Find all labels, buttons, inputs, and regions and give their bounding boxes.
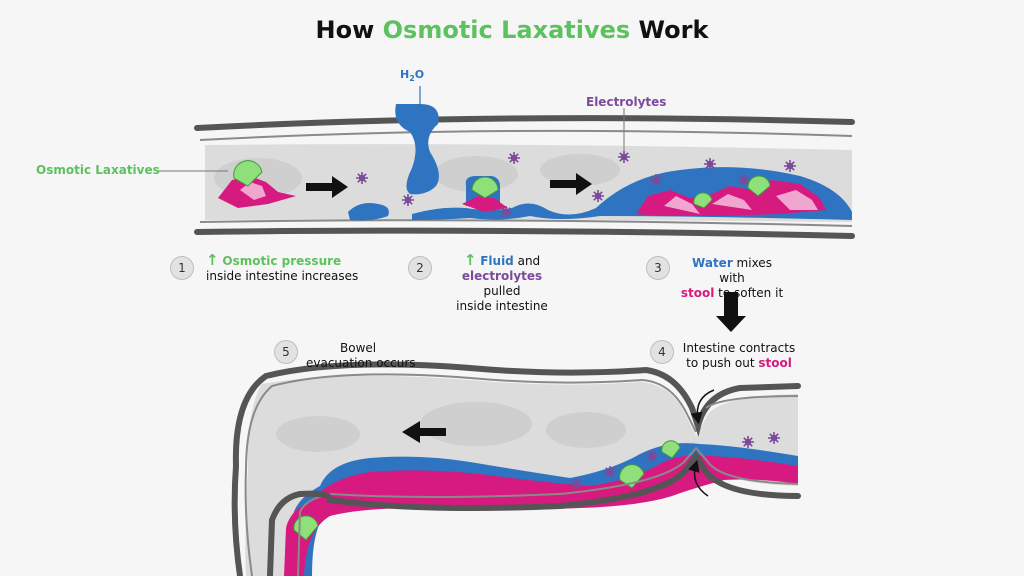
step-2-text: ↑ Fluid and electrolytes pulled inside i… bbox=[446, 253, 558, 314]
laxative-particle bbox=[233, 160, 263, 187]
lower-outer-wall-bottom bbox=[267, 450, 801, 576]
flow-arrow-1 bbox=[306, 176, 348, 198]
h2o-sub: 2 bbox=[409, 74, 415, 84]
step-5-evacuation: evacuation occurs bbox=[306, 356, 416, 370]
fold-blob bbox=[546, 412, 626, 448]
fold-blob bbox=[276, 416, 360, 452]
electrolytes-label: Electrolytes bbox=[586, 95, 667, 109]
upper-intestine bbox=[156, 86, 855, 239]
osmotic-laxatives-label: Osmotic Laxatives bbox=[36, 163, 160, 177]
up-arrow-icon: ↑ bbox=[463, 251, 477, 269]
step-3-mixes: mixes with bbox=[719, 256, 772, 285]
step-4-stool: stool bbox=[758, 356, 792, 370]
water-pool bbox=[348, 203, 389, 221]
stool-highlight bbox=[664, 190, 818, 214]
step-2-and: and bbox=[513, 254, 541, 268]
step-1-rest: inside intestine increases bbox=[206, 269, 359, 283]
step-4-number: 4 bbox=[650, 340, 674, 364]
upper-outer-wall-bottom bbox=[194, 227, 855, 239]
upper-inner-wall-bottom bbox=[199, 219, 853, 227]
step-5-bowel: Bowel bbox=[340, 341, 377, 355]
step-2-number: 2 bbox=[408, 256, 432, 280]
step-3-water: Water bbox=[692, 256, 733, 270]
water-influx bbox=[395, 104, 439, 195]
title-highlight: Osmotic Laxatives bbox=[382, 16, 631, 44]
stool-mass bbox=[462, 196, 508, 212]
step-3-number: 3 bbox=[646, 256, 670, 280]
step-3-stool: stool bbox=[680, 286, 715, 300]
lower-inner-wall-top bbox=[244, 373, 697, 576]
step-1-highlight: Osmotic pressure bbox=[222, 254, 342, 268]
flow-arrow-left bbox=[402, 421, 446, 443]
step-down-arrow bbox=[716, 292, 746, 332]
flow-arrow-2 bbox=[550, 173, 592, 195]
title-prefix: How bbox=[315, 16, 383, 44]
contraction-arrow-top bbox=[690, 389, 715, 425]
step-2-inside: inside intestine bbox=[456, 299, 548, 313]
step-4-push: to push out bbox=[686, 356, 759, 370]
step-3-text: Water mixes with stool to soften it bbox=[678, 256, 786, 301]
h2o-label: H2O bbox=[400, 68, 424, 83]
laxative-particle bbox=[619, 464, 645, 489]
step-2-fluid: Fluid bbox=[480, 254, 514, 268]
up-arrow-icon: ↑ bbox=[206, 251, 219, 269]
step-1-number: 1 bbox=[170, 256, 194, 280]
step-4-contracts: Intestine contracts bbox=[682, 341, 796, 355]
fold-blob bbox=[420, 402, 532, 446]
title-suffix: Work bbox=[630, 16, 709, 44]
lower-outer-wall-top bbox=[231, 361, 801, 576]
stool-highlight bbox=[240, 182, 266, 200]
laxative-particle bbox=[661, 440, 681, 459]
step-5-text: Bowel evacuation occurs bbox=[306, 341, 416, 371]
step-2-pulled: pulled bbox=[483, 284, 521, 298]
contraction-arrow-bottom bbox=[688, 459, 709, 497]
h2o-h: H bbox=[400, 68, 410, 81]
upper-outer-wall-top bbox=[194, 115, 855, 131]
lower-intestine bbox=[231, 361, 801, 576]
laxative-particle bbox=[693, 192, 713, 209]
step-2-electrolytes: electrolytes bbox=[461, 269, 543, 283]
page-title: How Osmotic Laxatives Work bbox=[0, 16, 1024, 44]
step-4-text: Intestine contracts to push out stool bbox=[680, 341, 798, 371]
step-1-text: ↑ Osmotic pressure inside intestine incr… bbox=[206, 253, 358, 284]
step-3-soften: to soften it bbox=[714, 286, 784, 300]
h2o-o: O bbox=[414, 68, 425, 81]
fold-blob bbox=[540, 154, 620, 186]
lower-inner-wall-top-right bbox=[705, 395, 799, 409]
laxative-particle bbox=[747, 175, 771, 197]
step-5-number: 5 bbox=[274, 340, 298, 364]
upper-inner-wall-top bbox=[199, 129, 853, 141]
laxative-particle bbox=[471, 176, 499, 199]
